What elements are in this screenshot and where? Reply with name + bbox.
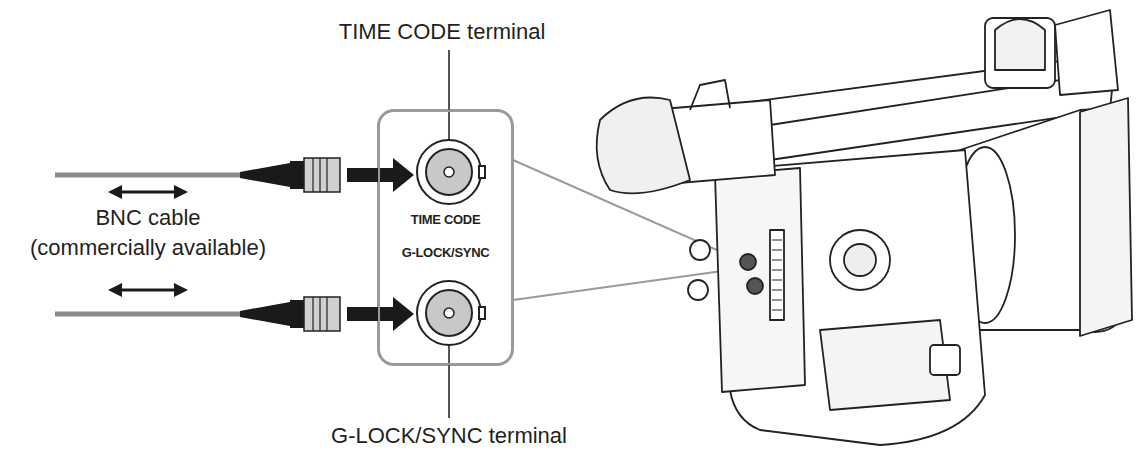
terminal-label: TIME CODE terminal xyxy=(335,17,550,47)
bnc-terminal xyxy=(417,140,485,204)
terminal-label: G-LOCK/SYNC terminal xyxy=(327,421,571,451)
terminal-name: G-LOCK/SYNC xyxy=(380,245,511,260)
camcorder xyxy=(597,10,1132,445)
cable-label: BNC cable (commercially available) xyxy=(25,203,271,263)
insert-arrow xyxy=(347,297,414,331)
zoom-line xyxy=(513,268,744,300)
terminal-name: TIME CODE xyxy=(380,212,511,227)
terminal-panel: TIME CODE G-LOCK/SYNC xyxy=(378,110,513,365)
bnc-terminal xyxy=(417,281,485,345)
insert-arrow xyxy=(347,158,414,192)
bnc-cable xyxy=(55,158,340,192)
bnc-cable xyxy=(55,297,340,331)
